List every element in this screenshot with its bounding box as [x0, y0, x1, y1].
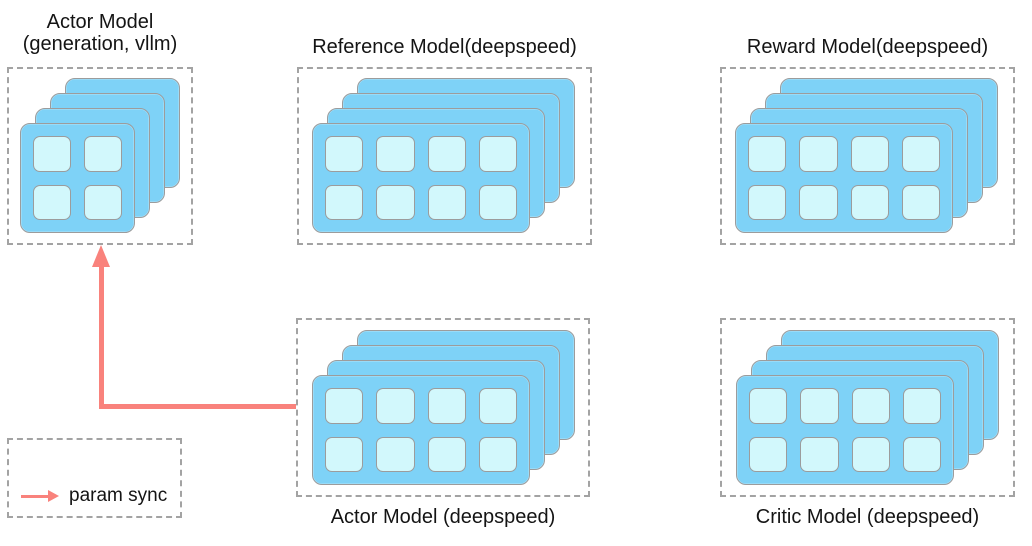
- gpu-square: [376, 184, 415, 220]
- gpu-square: [902, 388, 941, 424]
- legend-box: param sync: [7, 438, 182, 518]
- gpu-node-stack: [312, 330, 575, 485]
- param-sync-arrowhead-icon: [92, 245, 110, 267]
- gpu-node-stack: [736, 330, 999, 485]
- gpu-square: [427, 136, 466, 172]
- gpu-square: [799, 184, 838, 220]
- model-title-critic: Critic Model (deepspeed): [755, 506, 980, 528]
- gpu-square: [800, 388, 839, 424]
- legend-row: param sync: [21, 485, 167, 507]
- model-box-actor-deepspeed: [296, 318, 590, 497]
- model-box-reference: [297, 67, 592, 245]
- model-title-reward: Reward Model(deepspeed): [746, 36, 989, 58]
- gpu-square: [478, 136, 517, 172]
- gpu-square: [478, 436, 517, 472]
- model-box-reward: [720, 67, 1015, 245]
- gpu-node-stack: [20, 78, 180, 233]
- node-card-front: [20, 123, 135, 233]
- gpu-square: [749, 436, 788, 472]
- gpu-square: [325, 436, 364, 472]
- node-card-front: [312, 123, 530, 233]
- gpu-square: [478, 388, 517, 424]
- gpu-square: [33, 136, 71, 172]
- gpu-square: [84, 136, 122, 172]
- gpu-square: [427, 436, 466, 472]
- node-card-front: [312, 375, 530, 485]
- model-title-reference: Reference Model(deepspeed): [312, 36, 577, 58]
- gpu-node-stack: [312, 78, 575, 233]
- model-title-actor-vllm: Actor Model (generation, vllm): [0, 11, 200, 55]
- gpu-square: [799, 136, 838, 172]
- model-title-actor-vllm-line1: Actor Model: [46, 11, 154, 33]
- model-title-actor-vllm-line2: (generation, vllm): [22, 33, 178, 55]
- legend-label: param sync: [69, 485, 168, 506]
- gpu-square: [376, 388, 415, 424]
- gpu-square: [427, 184, 466, 220]
- gpu-square: [84, 184, 122, 220]
- model-box-critic: [720, 318, 1015, 497]
- gpu-square: [325, 184, 364, 220]
- gpu-square: [749, 388, 788, 424]
- node-card-front: [735, 123, 953, 233]
- gpu-square: [850, 184, 889, 220]
- gpu-square: [800, 436, 839, 472]
- param-sync-arrow-horizontal: [99, 404, 296, 409]
- node-card-front: [736, 375, 954, 485]
- gpu-square: [376, 136, 415, 172]
- gpu-square: [478, 184, 517, 220]
- gpu-square: [748, 184, 787, 220]
- model-box-actor-vllm: [7, 67, 193, 245]
- gpu-square: [427, 388, 466, 424]
- gpu-square: [902, 436, 941, 472]
- gpu-square: [748, 136, 787, 172]
- gpu-square: [901, 136, 940, 172]
- gpu-square: [851, 436, 890, 472]
- model-title-actor-deepspeed: Actor Model (deepspeed): [330, 506, 556, 528]
- gpu-square: [851, 388, 890, 424]
- param-sync-arrow-vertical: [99, 262, 104, 409]
- gpu-square: [901, 184, 940, 220]
- gpu-square: [33, 184, 71, 220]
- gpu-node-stack: [735, 78, 998, 233]
- gpu-square: [325, 136, 364, 172]
- gpu-square: [376, 436, 415, 472]
- param-sync-arrow-icon: [21, 490, 59, 502]
- gpu-square: [325, 388, 364, 424]
- gpu-square: [850, 136, 889, 172]
